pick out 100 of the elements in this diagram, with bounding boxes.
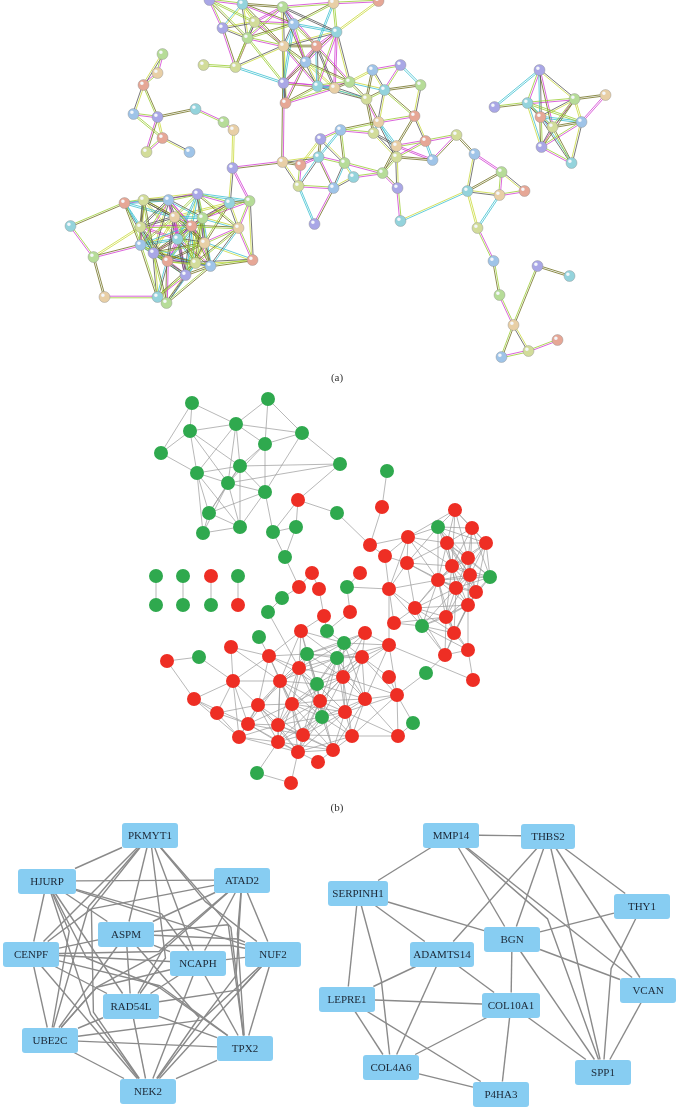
interaction-line: [501, 1016, 511, 1083]
interaction-line: [33, 892, 45, 943]
interaction-line: [128, 846, 148, 923]
interaction-line: [354, 1010, 384, 1056]
interaction-line: [458, 965, 495, 994]
interaction-line: [366, 1010, 482, 1083]
interaction-line: [52, 846, 140, 1029]
interaction-line: [90, 846, 141, 1080]
interaction-line: [550, 847, 601, 1061]
panel-label: (a): [330, 371, 344, 383]
interaction-line: [75, 879, 215, 882]
interaction-line: [159, 846, 258, 943]
interaction-line: [132, 1017, 147, 1080]
interaction-line: [374, 904, 426, 943]
interaction-line: [41, 965, 138, 1080]
interaction-line: [158, 1015, 218, 1039]
interaction-line: [452, 847, 538, 943]
gene-box: P4HA3: [473, 1081, 529, 1107]
interaction-line: [457, 846, 506, 928]
gene-box: THBS2: [521, 823, 575, 849]
interaction-line: [153, 924, 244, 1037]
interaction-line: [60, 969, 171, 1029]
gene-box: UBE2C: [22, 1027, 78, 1053]
interaction-line: [478, 834, 522, 837]
interaction-line: [74, 846, 123, 870]
interaction-line: [464, 846, 600, 1061]
gene-box: TPX2: [217, 1035, 273, 1061]
interaction-line: [54, 965, 108, 995]
interaction-line: [414, 1016, 488, 1056]
interaction-line: [519, 950, 596, 1061]
gene-box: NCAPH: [170, 950, 226, 976]
interaction-line: [54, 892, 124, 995]
interaction-line: [153, 934, 246, 943]
interaction-line: [246, 891, 269, 943]
gene-box: ATAD2: [214, 867, 270, 893]
interaction-line: [58, 939, 99, 949]
interaction-line: [203, 891, 237, 952]
interaction-line: [58, 944, 246, 955]
interaction-line: [347, 904, 358, 988]
interaction-line: [204, 974, 239, 1037]
interaction-line: [58, 960, 229, 1037]
gene-box: ADAMTS14: [410, 941, 474, 967]
gene-box: ASPM: [98, 921, 154, 947]
interaction-line: [75, 889, 246, 946]
gene-box: COL10A1: [482, 992, 540, 1018]
interaction-line: [149, 974, 180, 995]
interaction-line: [539, 948, 621, 981]
interaction-line: [152, 974, 194, 1080]
interaction-line: [225, 956, 246, 961]
interaction-line: [609, 1001, 642, 1061]
gene-box: SERPINH1: [328, 880, 388, 906]
gene-box: THY1: [614, 893, 670, 919]
interaction-line: [418, 1073, 474, 1088]
interaction-line: [156, 891, 242, 1080]
interaction-line: [64, 892, 109, 923]
interaction-line: [377, 846, 432, 882]
interaction-line: [175, 1059, 218, 1080]
interaction-line: [372, 965, 417, 988]
interaction-line: [154, 846, 194, 952]
interaction-line: [58, 945, 118, 1029]
interaction-line: [51, 892, 70, 1029]
interaction-line: [564, 847, 626, 895]
interaction-line: [58, 954, 171, 963]
gene-box: VCAN: [620, 977, 676, 1003]
interaction-line: [510, 950, 513, 994]
interaction-line: [527, 1016, 587, 1061]
gene-box: BGN: [484, 926, 540, 952]
gene-box: RAD54L: [103, 993, 159, 1019]
gene-box: CENPF: [3, 941, 59, 967]
interaction-line: [395, 965, 438, 1056]
gene-box: COL4A6: [363, 1054, 419, 1080]
interaction-line: [33, 965, 48, 1029]
gene-box: SPP1: [575, 1059, 631, 1085]
interaction-line: [77, 965, 261, 1037]
interaction-line: [50, 892, 140, 1080]
interaction-line: [158, 965, 263, 1080]
gene-box: NUF2: [245, 941, 301, 967]
interaction-line: [387, 901, 485, 932]
interaction-line: [77, 1040, 218, 1048]
interaction-line: [73, 1051, 125, 1080]
interaction-line: [360, 904, 391, 1056]
interaction-line: [515, 847, 545, 928]
interaction-line: [374, 999, 483, 1005]
interaction-line: [137, 891, 228, 995]
interaction-line: [539, 912, 615, 933]
interaction-line: [603, 917, 637, 1061]
gene-box: HJURP: [18, 868, 76, 894]
gene-box: PKMYT1: [122, 822, 178, 848]
gene-box: MMP14: [423, 822, 479, 848]
interaction-line: [152, 891, 216, 923]
interaction-line: [466, 846, 633, 979]
interaction-line: [248, 965, 270, 1037]
interaction-line: [75, 888, 190, 952]
interaction-line: [47, 884, 215, 943]
interaction-line: [136, 945, 200, 1080]
interaction-line: [77, 1017, 104, 1029]
interaction-line: [42, 846, 139, 943]
interaction-line: [139, 846, 167, 995]
interaction-line: [126, 945, 131, 995]
interaction-line: [555, 847, 641, 979]
